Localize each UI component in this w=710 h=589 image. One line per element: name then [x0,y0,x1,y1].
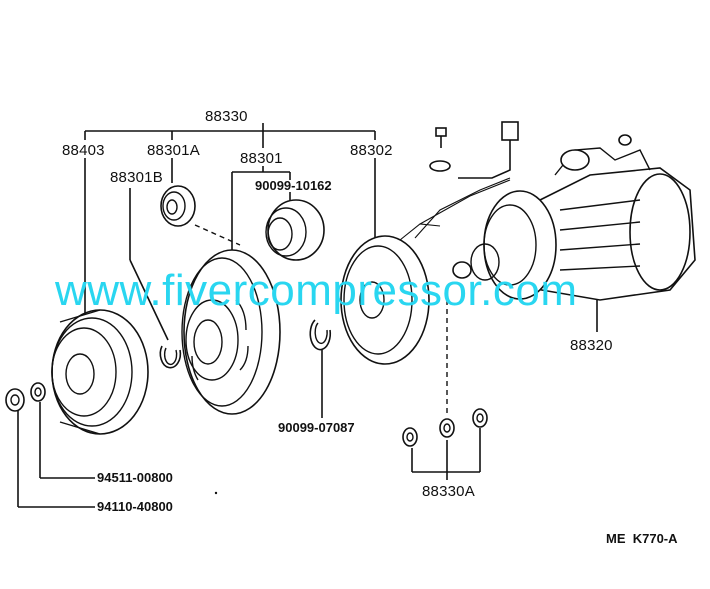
washer-part [30,382,46,402]
pulley-part [51,309,149,435]
watermark-text: www.fivercompressor.com [54,266,578,315]
wire-connector-part [429,121,519,179]
bolt-part [435,127,447,148]
label-bearing: 90099-10162 [255,178,332,193]
label-assembly: 88330 [205,108,248,125]
bearing-part [265,199,325,261]
label-snap-ring-a: 88301A [147,142,200,159]
center-lines [194,224,448,415]
leader-lines [17,158,598,508]
snap-ring-b-part [159,345,182,369]
nut-part [5,388,25,412]
label-pulley: 88403 [62,142,105,159]
rotor-part [181,249,281,415]
label-rotor: 88301 [240,150,283,167]
compressor-part [452,134,696,301]
label-snap-ring: 90099-07087 [278,420,355,435]
label-nut: 94110-40800 [97,499,173,514]
snap-ring-a-part [160,185,196,227]
stator-part [340,177,511,365]
diagram-code: ME K770-A [606,531,678,546]
speck [214,491,218,495]
label-shims: 88330A [422,483,475,500]
shims-part [402,408,488,447]
label-washer: 94511-00800 [97,470,173,485]
snap-ring-part [309,319,332,351]
label-snap-ring-b: 88301B [110,169,163,186]
label-stator: 88302 [350,142,393,159]
label-compressor: 88320 [570,337,613,354]
